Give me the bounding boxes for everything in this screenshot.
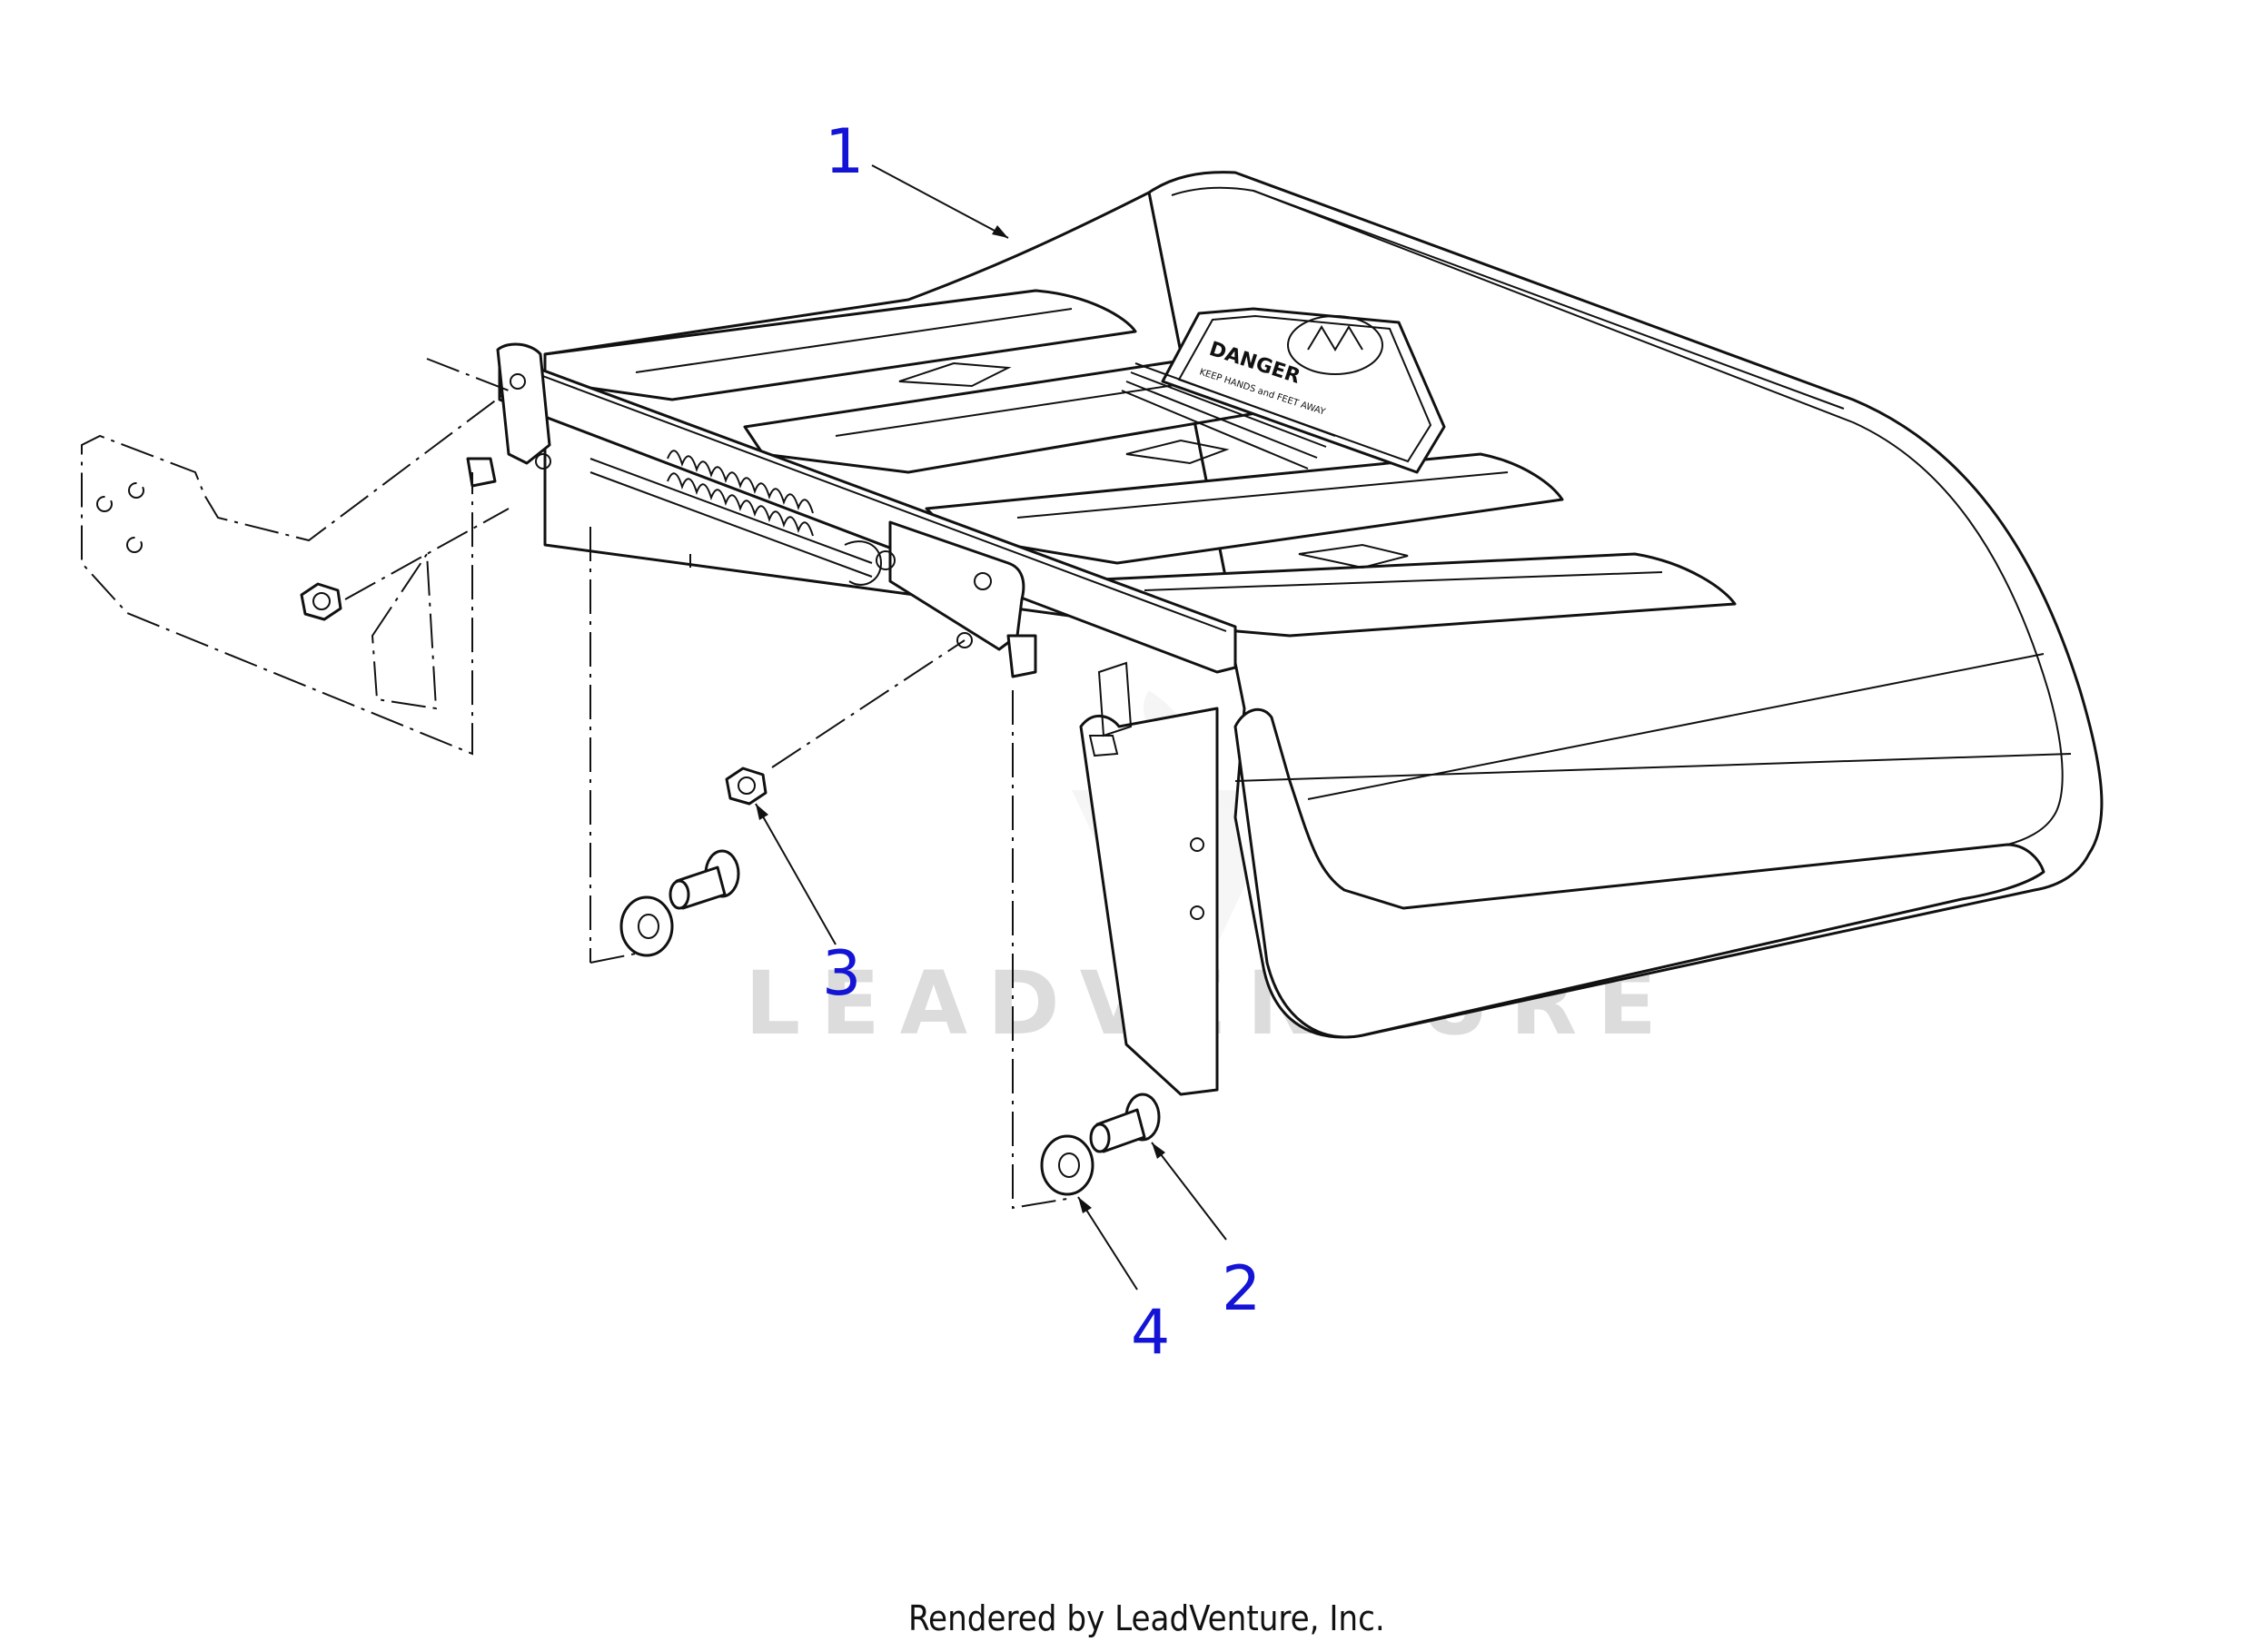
torsion-spring xyxy=(667,450,814,537)
right-mount-plate xyxy=(1012,661,1219,1210)
carriage-bolt-part-2 xyxy=(1089,1093,1161,1153)
callout-2[interactable]: 2 xyxy=(1222,1253,1261,1325)
leader-4 xyxy=(1077,1196,1138,1291)
leader-1 xyxy=(871,164,1009,239)
callout-3[interactable]: 3 xyxy=(822,938,861,1010)
carriage-bolt-center xyxy=(669,849,740,910)
leader-lines xyxy=(755,164,1227,1291)
washer-center xyxy=(619,895,674,957)
callout-1[interactable]: 1 xyxy=(825,116,864,188)
hinge-assembly xyxy=(466,342,1237,678)
hex-nut-part-3 xyxy=(725,639,966,806)
callout-4[interactable]: 4 xyxy=(1131,1297,1170,1369)
footer-credit: Rendered by LeadVenture, Inc. xyxy=(908,1598,1385,1638)
leader-3 xyxy=(755,803,837,945)
hex-nut-left xyxy=(300,508,510,621)
washer-part-4 xyxy=(1040,1134,1094,1196)
discharge-chute xyxy=(543,171,2104,1039)
left-mount-plate xyxy=(81,358,511,756)
danger-decal: DANGER KEEP HANDS and FEET AWAY xyxy=(1121,307,1446,474)
leader-2 xyxy=(1151,1142,1227,1241)
